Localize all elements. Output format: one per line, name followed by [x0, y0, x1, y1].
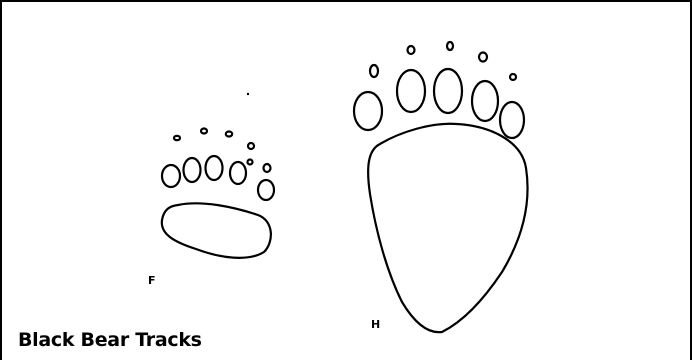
- hind-toe-2: [397, 70, 425, 112]
- hind-foot-label: H: [371, 318, 380, 331]
- front-toe-2: [184, 158, 201, 182]
- ink-speck: [247, 93, 249, 95]
- front-claw-4: [248, 143, 254, 149]
- front-claw-6: [248, 160, 253, 165]
- front-claw-3: [226, 132, 232, 137]
- hind-toe-4: [472, 81, 498, 121]
- hind-toe-5: [500, 102, 524, 138]
- diagram-caption: Black Bear Tracks: [18, 329, 202, 351]
- hind-claw-4: [479, 53, 487, 62]
- hind-toe-1: [354, 92, 382, 130]
- hind-pad: [368, 124, 527, 332]
- front-pad: [162, 203, 271, 258]
- hind-foot-track: [354, 42, 528, 332]
- hind-claw-1: [370, 65, 378, 77]
- front-claw-1: [174, 136, 180, 140]
- front-claw-5: [264, 164, 271, 172]
- front-claw-2: [201, 129, 207, 134]
- hind-claw-3: [447, 42, 453, 50]
- front-toe-4: [230, 162, 246, 184]
- front-toe-3: [206, 156, 223, 180]
- hind-claw-5: [510, 74, 516, 80]
- front-toe-5: [258, 180, 274, 200]
- front-toe-1: [162, 165, 180, 187]
- front-foot-label: F: [148, 274, 156, 287]
- hind-toe-3: [434, 69, 462, 113]
- hind-claw-2: [408, 46, 415, 54]
- front-foot-track: [162, 129, 274, 258]
